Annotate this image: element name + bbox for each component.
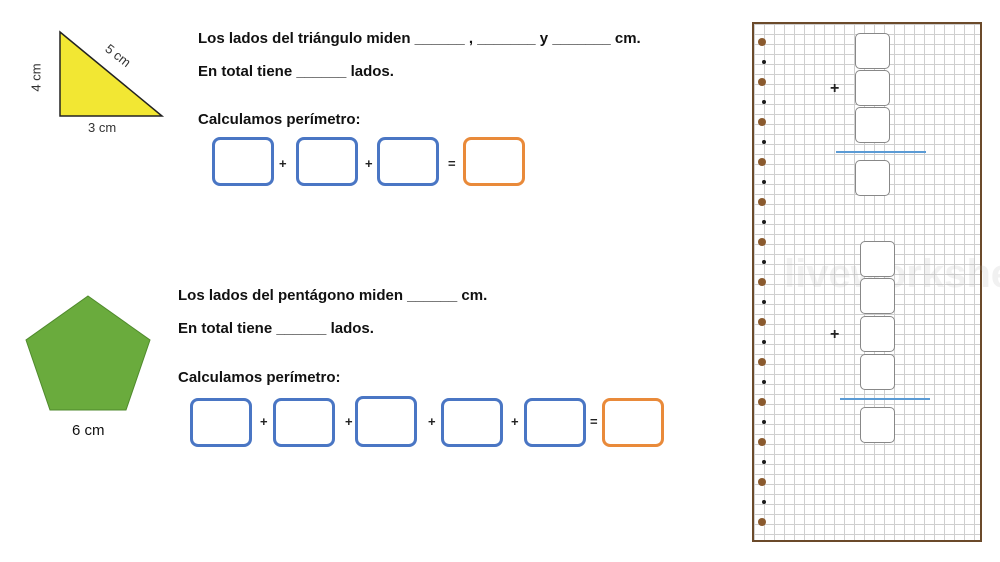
plus-sign: + [511, 414, 519, 429]
pentagon-answer-box-5[interactable] [524, 398, 586, 447]
triangle-side-bottom-label: 3 cm [88, 120, 117, 135]
vertical-addend-1[interactable] [855, 33, 890, 69]
pentagon-sides-sentence: Los lados del pentágono miden ______ cm. [178, 287, 488, 304]
pentagon-side-label: 6 cm [72, 422, 105, 439]
equals-sign: = [590, 414, 598, 429]
plus-sign: + [830, 80, 840, 97]
vertical-addend-3[interactable] [855, 107, 890, 143]
notebook-binding [758, 38, 766, 526]
plus-sign: + [428, 414, 436, 429]
triangle-answer-box-1[interactable] [212, 137, 274, 186]
vertical-addend-1[interactable] [860, 241, 895, 277]
vertical-addend-4[interactable] [860, 354, 895, 390]
pentagon-perimeter-heading: Calculamos perímetro: [178, 369, 341, 386]
equals-sign: = [448, 156, 456, 171]
triangle-side-left-label: 4 cm [28, 63, 44, 92]
plus-sign: + [830, 326, 840, 343]
triangle-answer-box-2[interactable] [296, 137, 358, 186]
plus-sign: + [345, 414, 353, 429]
pentagon-answer-box-4[interactable] [441, 398, 503, 447]
triangle-perimeter-heading: Calculamos perímetro: [198, 111, 361, 128]
plus-sign: + [365, 156, 373, 171]
sum-line [836, 151, 926, 153]
pentagon-answer-box-3[interactable] [355, 396, 417, 447]
vertical-addend-2[interactable] [855, 70, 890, 106]
vertical-sum-result[interactable] [855, 160, 890, 196]
pentagon-answer-box-2[interactable] [273, 398, 335, 447]
pentagon-total-sides-sentence: En total tiene ______ lados. [178, 320, 374, 337]
vertical-addend-3[interactable] [860, 316, 895, 352]
plus-sign: + [279, 156, 287, 171]
pentagon-perimeter-result-box[interactable] [602, 398, 664, 447]
triangle-answer-box-3[interactable] [377, 137, 439, 186]
triangle-total-sides-sentence: En total tiene ______ lados. [198, 63, 394, 80]
vertical-sum-result[interactable] [860, 407, 895, 443]
triangle-perimeter-result-box[interactable] [463, 137, 525, 186]
vertical-addend-2[interactable] [860, 278, 895, 314]
sum-line [840, 398, 930, 400]
pentagon-answer-box-1[interactable] [190, 398, 252, 447]
plus-sign: + [260, 414, 268, 429]
triangle-sides-sentence: Los lados del triángulo miden ______ , _… [198, 30, 641, 47]
pentagon-figure [25, 295, 151, 411]
triangle-figure [59, 30, 165, 117]
